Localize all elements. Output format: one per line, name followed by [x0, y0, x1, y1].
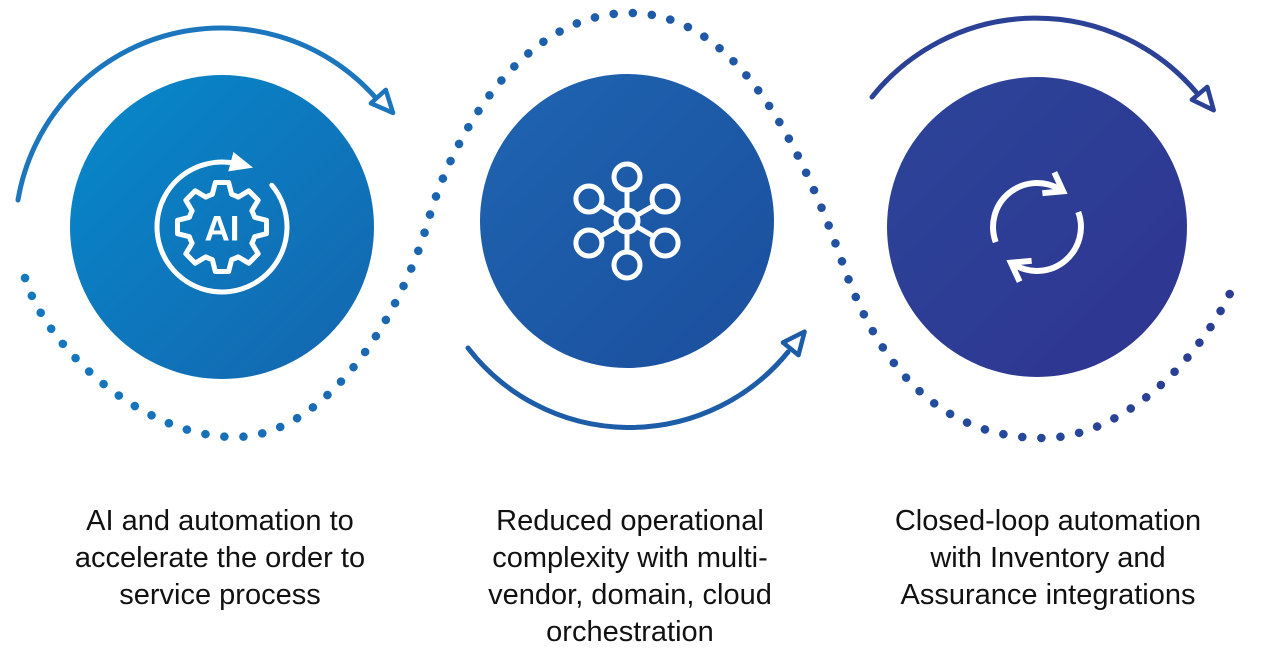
caption-step-1: AI and automation to accelerate the orde…	[74, 505, 366, 611]
step3-swoosh-arc	[869, 15, 1199, 100]
hub-node	[573, 227, 605, 259]
step-2-group	[465, 74, 807, 430]
gear-path	[174, 179, 270, 275]
gear-ring-arrowhead-icon	[228, 152, 254, 172]
hub-spoke	[598, 203, 620, 219]
sync-top-arc	[990, 180, 1061, 244]
hub-node	[649, 227, 681, 259]
step3-arrowhead-icon	[1189, 84, 1216, 113]
hub-spoke	[634, 203, 656, 219]
sync-arrows-icon	[990, 171, 1084, 283]
caption-step-3: Closed-loop automation with Inventory an…	[894, 505, 1202, 611]
gear-ring-arrow-arc	[159, 159, 240, 205]
ai-gear-icon: AI	[154, 152, 290, 295]
network-hub-icon	[573, 161, 681, 281]
ai-label: AI	[205, 210, 240, 249]
step2-arrowhead-icon	[780, 329, 807, 358]
step2-swoosh-arc	[465, 345, 791, 430]
step3-circle	[887, 77, 1187, 377]
hub-node	[611, 161, 643, 193]
step2-circle	[480, 74, 774, 368]
hub-spoke	[598, 223, 620, 239]
hub-node	[573, 183, 605, 215]
step-1-group: AI	[15, 25, 396, 379]
step1-arrowhead-icon	[368, 87, 396, 116]
sync-bottom-chevron-icon	[1006, 257, 1032, 283]
hub-node	[649, 183, 681, 215]
hub-spoke	[634, 223, 656, 239]
gear-ring-arc	[154, 182, 290, 295]
step1-swoosh-arc	[15, 25, 378, 203]
dotted-flow-path	[20, 8, 1242, 443]
caption-step-2: Reduced operational complexity with mult…	[488, 505, 772, 648]
sync-bottom-arc	[1013, 210, 1084, 274]
step1-circle	[70, 75, 374, 379]
sync-top-chevron-icon	[1042, 171, 1068, 197]
step-3-group	[869, 15, 1216, 377]
hub-node	[611, 249, 643, 281]
